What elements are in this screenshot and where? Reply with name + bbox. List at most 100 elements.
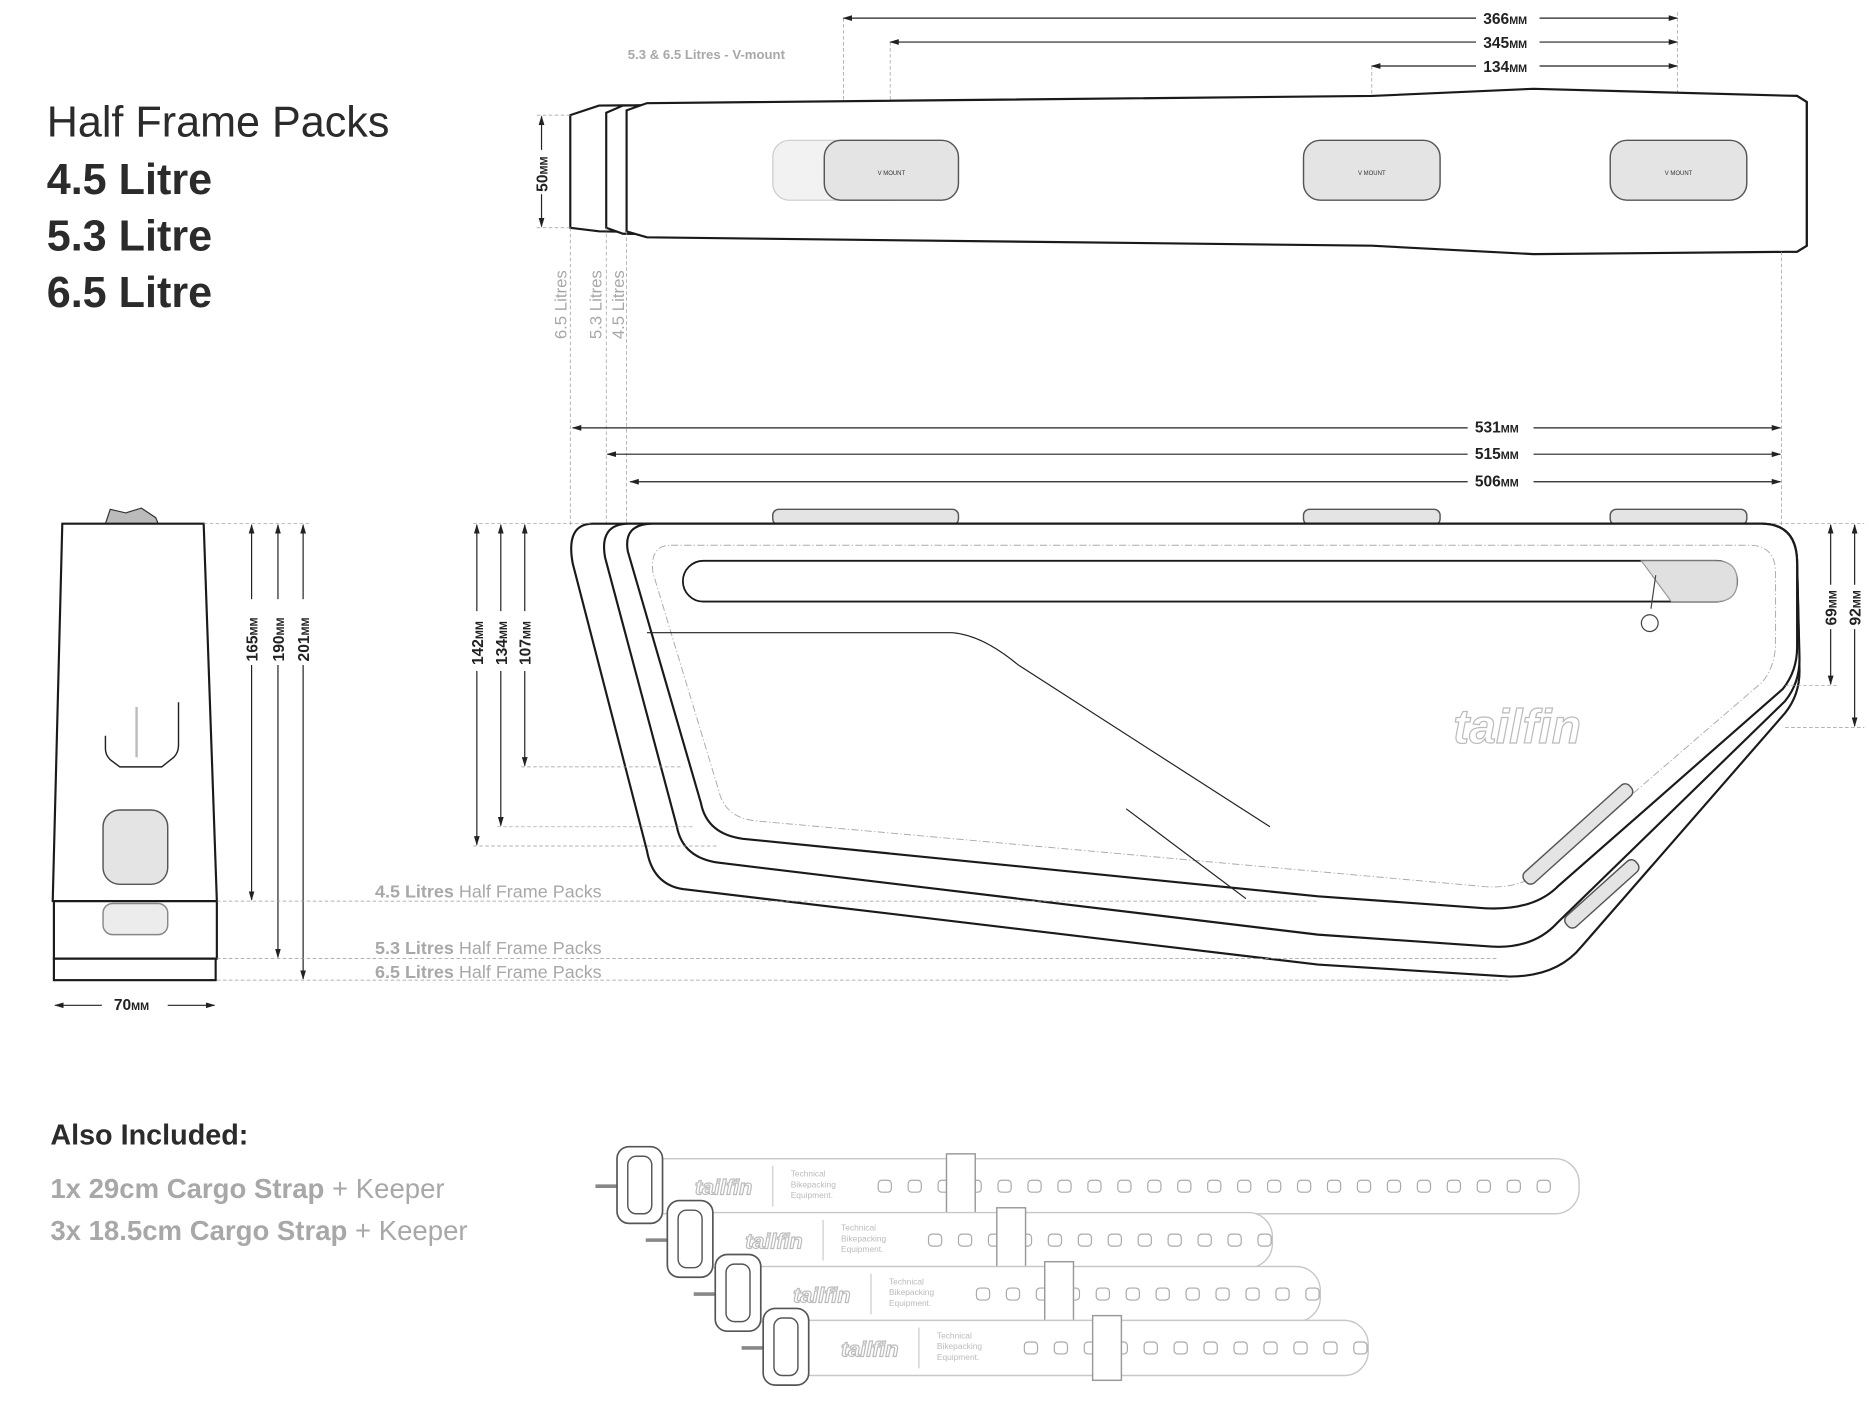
label-5-3-litres: 5.3 Litres <box>586 270 605 339</box>
strap-hole <box>1293 1341 1308 1355</box>
strap-keeper <box>996 1207 1027 1274</box>
strap-logo: tailfin <box>695 1175 752 1200</box>
strap-keeper <box>945 1153 976 1220</box>
pack-labels: 4.5 Litres Half Frame Packs 5.3 Litres H… <box>216 881 1510 982</box>
strap-hole <box>1207 1179 1222 1193</box>
label-4-5-litres: 4.5 Litres <box>609 270 628 339</box>
included-item-2: 3x 18.5cm Cargo Strap + Keeper <box>50 1215 467 1246</box>
vmount-3: V MOUNT <box>1609 139 1748 201</box>
vmount-2: V MOUNT <box>1302 139 1441 201</box>
label-6-5-half-frame: 6.5 Litres Half Frame Packs <box>375 962 602 982</box>
zipper <box>682 559 1739 603</box>
dim-201: 201MM <box>296 618 313 662</box>
strap-hole <box>1356 1179 1372 1193</box>
strap-hole <box>1177 1179 1192 1193</box>
strap-hole <box>1215 1287 1230 1301</box>
strap-hole <box>1125 1287 1140 1301</box>
dim-107: 107MM <box>518 621 535 665</box>
title-size-3: 6.5 Litre <box>47 269 212 317</box>
strap-logo: tailfin <box>841 1336 898 1361</box>
top-mount-3 <box>1609 508 1748 526</box>
strap-print-text: Technical <box>937 1330 972 1340</box>
strap-print-text: Equipment. <box>937 1352 979 1362</box>
end-vmount-1 <box>102 809 169 886</box>
dim-190: 190MM <box>271 618 288 662</box>
strap-hole <box>1057 1179 1072 1193</box>
strap-hole <box>1326 1179 1342 1193</box>
strap-hole <box>1087 1179 1102 1193</box>
bottom-mount-2 <box>1564 859 1640 929</box>
strap-hole <box>1143 1341 1158 1355</box>
zipper-pull-end-icon <box>104 702 180 768</box>
strap-print-text: Technical <box>889 1276 924 1286</box>
strap-print-text: Technical <box>791 1169 826 1179</box>
strap-hole <box>1266 1179 1282 1193</box>
dim-134-height: 134MM <box>494 621 511 665</box>
strap-hole <box>957 1233 973 1247</box>
strap-hole <box>1077 1233 1093 1247</box>
strap-hole <box>1147 1179 1162 1193</box>
end-vmount-2 <box>102 902 169 936</box>
zipper-pull-icon <box>1640 575 1659 633</box>
strap-hole <box>1095 1287 1111 1301</box>
dim-515: 515MM <box>1475 446 1519 463</box>
strap-keeper <box>1091 1314 1123 1382</box>
strap-hole <box>1275 1287 1290 1301</box>
strap-print-text: Technical <box>841 1223 876 1233</box>
dim-70: 70MM <box>114 997 149 1014</box>
strap-hole <box>1197 1233 1212 1247</box>
tailfin-logo: tailfin <box>1453 701 1581 754</box>
dim-69: 69MM <box>1824 590 1841 625</box>
also-included: Also Included: 1x 29cm Cargo Strap + Kee… <box>50 1119 467 1246</box>
strap-hole <box>1107 1233 1122 1247</box>
title-block: Half Frame Packs 4.5 Litre 5.3 Litre 6.5… <box>47 99 390 317</box>
top-view-outline-4-5 <box>625 87 1808 256</box>
side-view: 531MM 515MM 506MM tailfin 142MM <box>470 420 1865 978</box>
strap-hole <box>1173 1341 1188 1355</box>
strap-print-text: Bikepacking <box>841 1233 887 1243</box>
dim-345: 345MM <box>1483 35 1527 52</box>
strap-hole <box>1305 1287 1320 1301</box>
strap-hole <box>1446 1179 1462 1193</box>
strap-logo: tailfin <box>793 1282 850 1307</box>
strap-hole <box>975 1287 991 1301</box>
strap-hole <box>1047 1233 1063 1247</box>
strap-hole <box>1476 1179 1492 1193</box>
top-mount-2 <box>1302 508 1441 526</box>
dim-134: 134MM <box>1483 59 1527 76</box>
strap-keeper <box>1044 1260 1075 1328</box>
vmount-1: V MOUNT <box>772 139 960 201</box>
strap-hole <box>1227 1233 1242 1247</box>
strap-hole <box>1416 1179 1432 1193</box>
strap-hole <box>1506 1179 1521 1193</box>
strap-hole <box>1203 1341 1218 1355</box>
strap-hole <box>1386 1179 1402 1193</box>
end-outline-6-5 <box>52 957 217 982</box>
label-5-3-half-frame: 5.3 Litres Half Frame Packs <box>375 938 602 958</box>
strap-hole <box>1053 1341 1069 1355</box>
strap-hole <box>1137 1233 1152 1247</box>
dim-50: 50MM <box>535 157 552 192</box>
end-mount-knob <box>104 507 160 525</box>
strap-hole <box>1023 1341 1039 1355</box>
top-mount-1 <box>772 508 960 526</box>
strap-band <box>628 1157 1580 1215</box>
strap-print-text: Bikepacking <box>889 1287 935 1297</box>
strap-print-text: Equipment. <box>889 1298 931 1308</box>
dim-506: 506MM <box>1475 474 1519 491</box>
title-size-1: 4.5 Litre <box>47 156 212 204</box>
strap-hole <box>1167 1233 1182 1247</box>
strap-hole <box>927 1233 943 1247</box>
strap-hole <box>1257 1233 1272 1247</box>
strap-hole <box>1117 1179 1132 1193</box>
strap-hole <box>997 1179 1012 1193</box>
svg-text:V MOUNT: V MOUNT <box>878 171 906 177</box>
top-view: 5.3 & 6.5 Litres - V-mount 366MM 345MM 1… <box>535 11 1808 528</box>
vmount-note: 5.3 & 6.5 Litres - V-mount <box>628 47 786 62</box>
label-6-5-litres: 6.5 Litres <box>552 270 571 339</box>
dim-92: 92MM <box>1848 590 1865 625</box>
